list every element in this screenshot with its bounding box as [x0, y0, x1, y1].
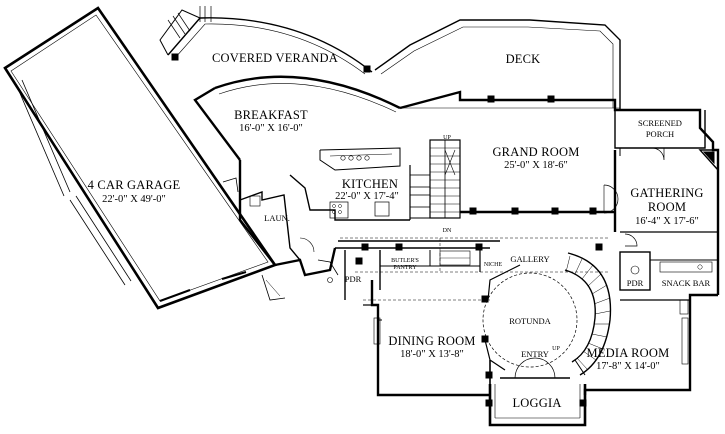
veranda-name: COVERED VERANDA	[212, 51, 338, 65]
gathering-dims: 16'-4" X 17'-6"	[635, 216, 699, 227]
dining-room-dims: 18'-0" X 13'-8"	[400, 349, 464, 360]
curved-stair	[564, 252, 612, 376]
pdr-right-label: PDR	[627, 278, 644, 288]
screened-porch-line1: SCREENED	[638, 118, 682, 128]
gathering-line1: GATHERING	[630, 186, 703, 200]
media-room-dims: 17'-8" X 14'-0"	[596, 361, 660, 372]
media-room-walls	[584, 299, 689, 390]
breakfast-dims: 16'-0" X 16'-0"	[239, 123, 303, 134]
breakfast-name: BREAKFAST	[234, 108, 308, 122]
deck-walls	[374, 19, 621, 110]
butlers-pantry-line2: PANTRY	[393, 265, 417, 271]
entry-label: ENTRY	[521, 349, 549, 359]
garage-name: 4 CAR GARAGE	[88, 178, 181, 192]
pdr-snack-walls	[619, 251, 718, 301]
gallery-walls	[317, 237, 610, 306]
media-room-name: MEDIA ROOM	[587, 346, 670, 360]
room-labels: 4 CAR GARAGE 22'-0" X 49'-0" COVERED VER…	[88, 51, 711, 410]
main-stair-up: UP	[443, 135, 451, 141]
deck-name: DECK	[506, 52, 541, 66]
kitchen-fixtures	[289, 147, 431, 221]
rotunda-label: ROTUNDA	[509, 316, 551, 326]
laundry-label: LAUN.	[264, 213, 290, 223]
kitchen-dims: 22'-0" X 17'-4"	[335, 191, 399, 202]
main-stair	[429, 139, 461, 219]
rotunda-stair-up: UP	[552, 346, 560, 352]
loggia-label: LOGGIA	[512, 396, 561, 410]
snack-bar-label: SNACK BAR	[662, 278, 711, 288]
pdr-left-label: PDR	[345, 274, 362, 284]
kitchen-name: KITCHEN	[342, 177, 398, 191]
niche-label: NICHE	[484, 262, 503, 268]
gathering-line2: ROOM	[648, 200, 686, 214]
laundry-walls	[222, 177, 315, 261]
grand-room-walls	[410, 95, 615, 219]
veranda-walls	[159, 6, 401, 113]
grand-room-name: GRAND ROOM	[492, 145, 579, 159]
grand-room-dims: 25'-0" X 18'-6"	[504, 160, 568, 171]
gallery-label: GALLERY	[510, 254, 549, 264]
screened-porch-line2: PORCH	[646, 129, 674, 139]
screened-porch-walls	[614, 110, 719, 172]
rotunda	[481, 264, 586, 376]
misc-details	[261, 257, 363, 301]
main-stair-dn: DN	[443, 228, 452, 234]
dining-room-name: DINING ROOM	[388, 334, 475, 348]
garage-dims: 22'-0" X 49'-0"	[102, 194, 166, 205]
butlers-pantry-line1: BUTLER'S	[391, 258, 419, 264]
entry-loggia	[485, 357, 587, 427]
